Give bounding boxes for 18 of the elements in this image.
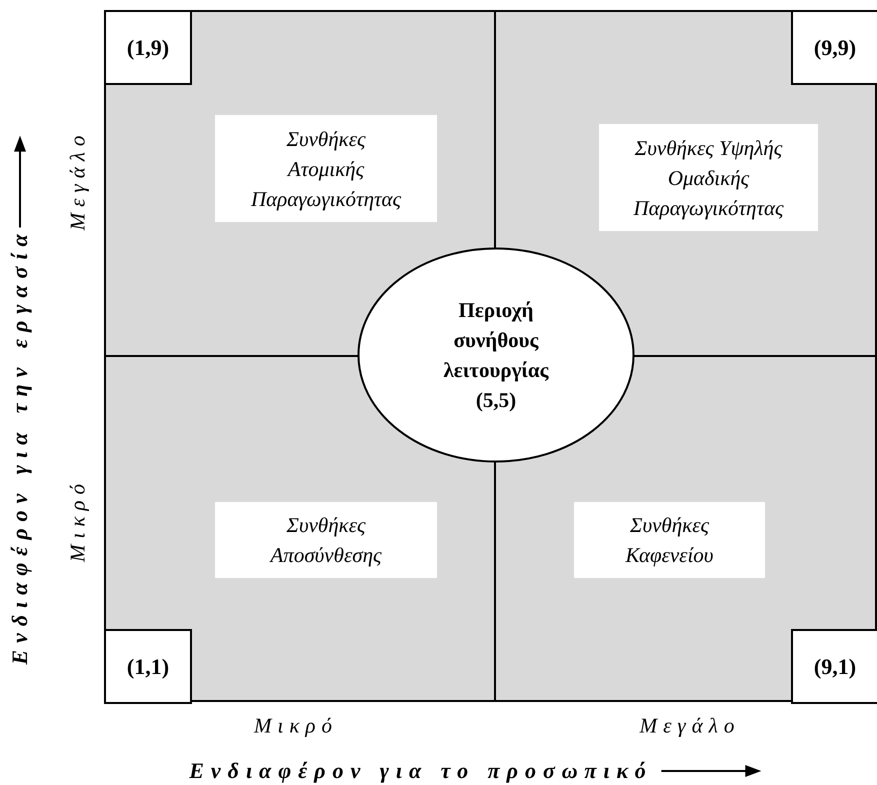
corner-box: (1,9) <box>104 10 192 85</box>
quadrant-label-box: Συνθήκες Ατομικής Παραγωγικότητας <box>215 115 437 222</box>
corner-box: (9,1) <box>791 629 877 704</box>
ellipse-text: Περιοχή συνήθους λειτουργίας <box>442 297 550 384</box>
corner-box: (9,9) <box>791 10 877 85</box>
grid-frame <box>104 10 877 702</box>
axis-title: Ενδιαφέρον για το προσωπικό <box>189 758 653 784</box>
quadrant-label-box: Συνθήκες Υψηλής Ομαδικής Παραγωγικότητας <box>599 124 818 231</box>
quadrant-label-box: Συνθήκες Καφενείου <box>574 502 765 578</box>
corner-box: (1,1) <box>104 629 192 704</box>
quadrant-label-box: Συνθήκες Αποσύνθεσης <box>215 502 437 578</box>
center-ellipse <box>357 247 635 463</box>
axis-value-label: Μεγάλο <box>66 130 90 230</box>
ellipse-text: (5,5) <box>476 387 516 414</box>
axis-title: Ενδιαφέρον για την εργασία <box>7 227 33 665</box>
axis-value-label: Μικρό <box>254 714 338 738</box>
axis-value-label: Μικρό <box>66 478 90 562</box>
axis-value-label: Μεγάλο <box>640 714 740 738</box>
